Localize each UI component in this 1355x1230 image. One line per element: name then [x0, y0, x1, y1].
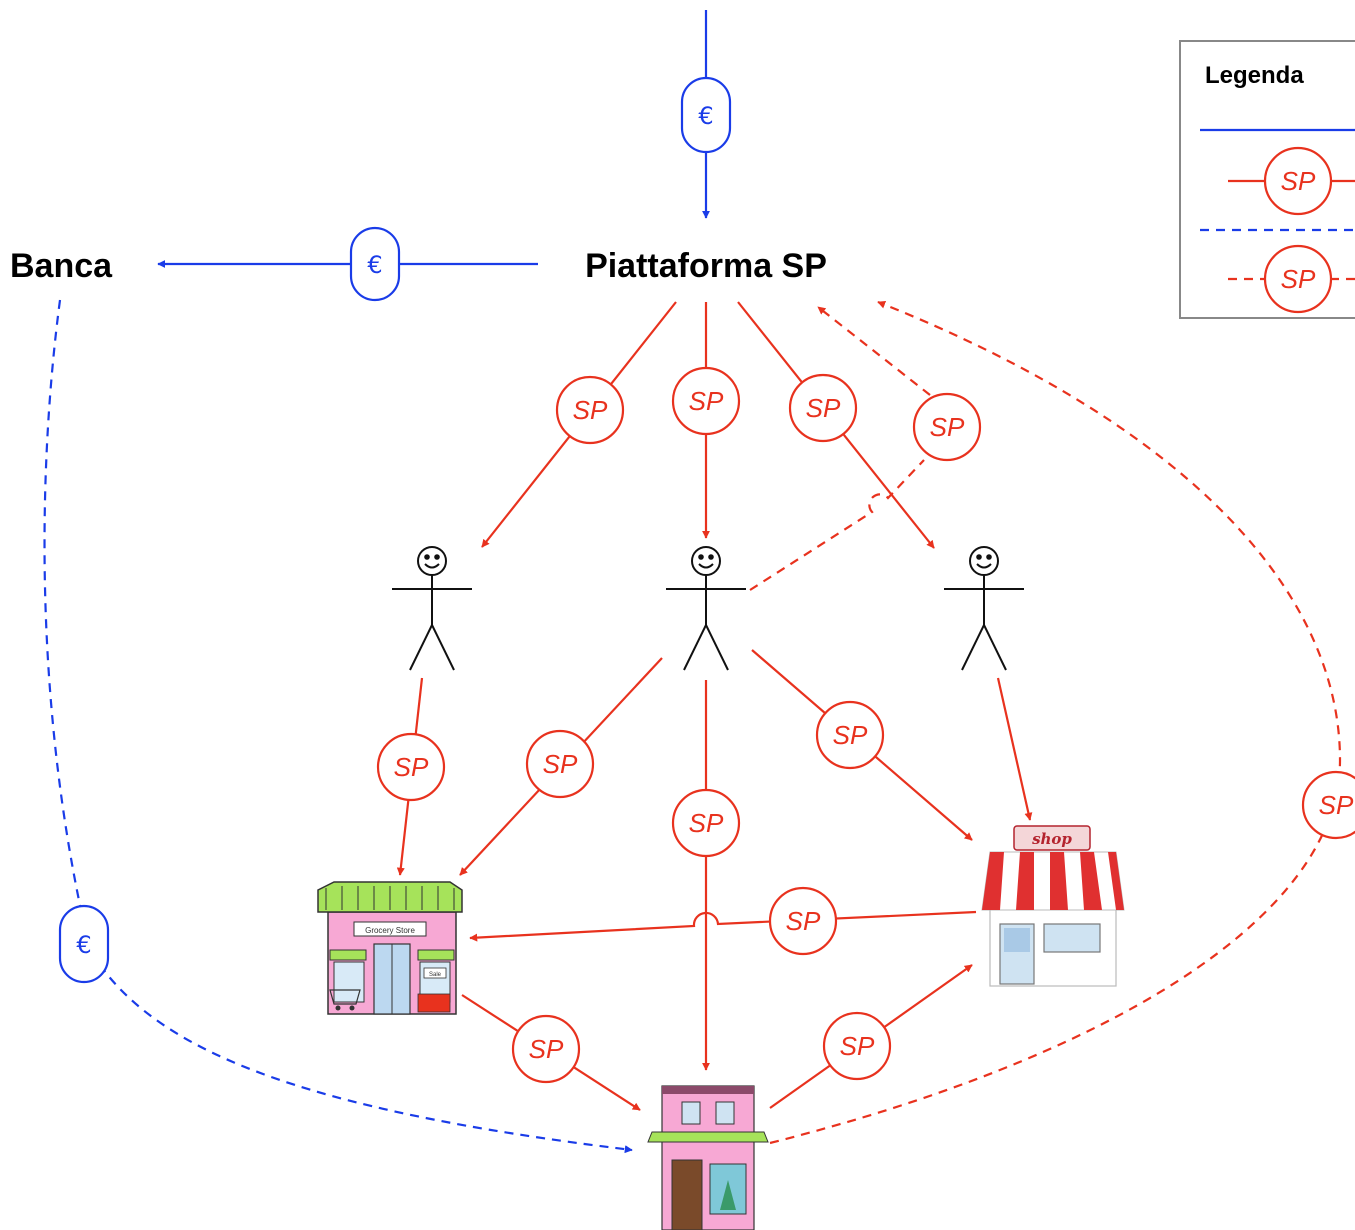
sp-token-label: SP [573, 395, 608, 425]
legend: Legenda SP SP [1179, 40, 1355, 319]
shop-icon: shop [981, 825, 1125, 987]
legend-sp-label: SP [1281, 264, 1316, 294]
store-to-platform-dashed-arrow [769, 300, 1342, 1145]
sp-token-label: SP [689, 386, 724, 416]
shop-to-grocery-arrow [469, 910, 977, 942]
sp-token-label: SP [840, 1031, 875, 1061]
sp-token-label: SP [806, 393, 841, 423]
sp-token: SP [822, 1011, 892, 1081]
bank-to-store-dashed-arrow [43, 299, 633, 1154]
sp-token: SP [671, 366, 741, 436]
platform-label: Piattaforma SP [585, 247, 827, 285]
user-right-to-shop-arrow [996, 677, 1033, 821]
sp-token: SP [912, 392, 982, 462]
sp-token: SP [768, 886, 838, 956]
sp-token: SP [376, 732, 446, 802]
grocery-sign-text: Grocery Store [365, 926, 415, 935]
sp-token: SP [815, 700, 885, 770]
user-to-platform-dashed-arrow [749, 307, 931, 591]
euro-token-dashed: € [58, 904, 110, 984]
euro-token-label: € [698, 102, 713, 130]
euro-token-bank: € [349, 226, 401, 302]
legend-sp-dashed: SP [1228, 244, 1355, 314]
sp-token: SP [671, 788, 741, 858]
sp-token-label: SP [689, 808, 724, 838]
sp-token-label: SP [930, 412, 965, 442]
sp-token-label: SP [394, 752, 429, 782]
legend-sp-label: SP [1281, 166, 1316, 196]
sp-token-label: SP [529, 1034, 564, 1064]
legend-title: Legenda [1205, 62, 1304, 89]
sp-token: SP [525, 729, 595, 799]
euro-token-label: € [76, 931, 91, 959]
user-right-icon [944, 546, 1024, 671]
sp-token-label: SP [833, 720, 868, 750]
euro-token-label: € [367, 251, 382, 279]
sp-token: SP [555, 375, 625, 445]
sp-token-label: SP [1319, 790, 1354, 820]
user-left-icon [392, 546, 472, 671]
sp-token: SP [788, 373, 858, 443]
sp-token-label: SP [543, 749, 578, 779]
shop-sign-text: shop [1032, 830, 1072, 848]
grocery-store-icon: Grocery Store Sale [317, 881, 463, 1015]
legend-sp-solid: SP [1228, 146, 1355, 216]
bank-label: Banca [10, 247, 113, 285]
sp-token: SP [1301, 770, 1355, 840]
sp-tokens: SP SP SP SP SP SP SP SP [376, 366, 1355, 1084]
euro-token-top: € [680, 76, 732, 154]
sp-token-label: SP [786, 906, 821, 936]
bottom-store-icon [647, 1085, 769, 1230]
sp-token: SP [511, 1014, 581, 1084]
grocery-sale-text: Sale [429, 972, 442, 978]
user-center-icon [666, 546, 746, 671]
